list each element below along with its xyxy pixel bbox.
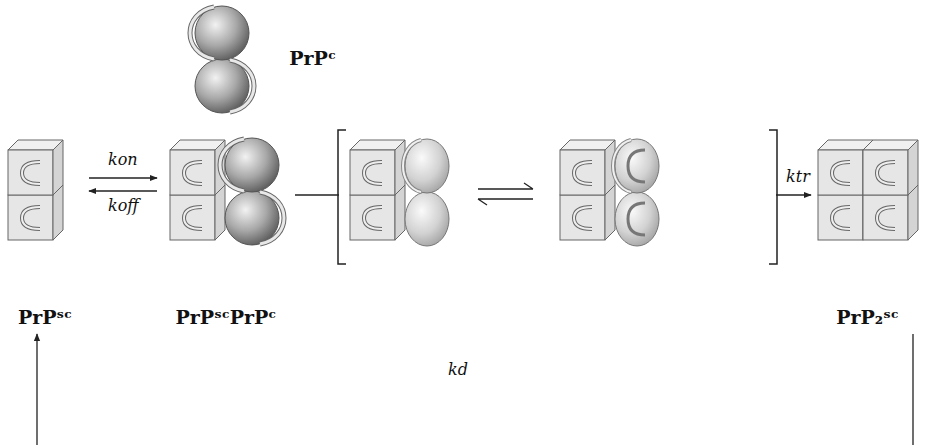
cube (560, 140, 615, 195)
complex-figure (170, 138, 284, 245)
cube (8, 140, 63, 195)
bracket (769, 130, 777, 264)
cube (863, 140, 918, 195)
bracket (338, 130, 346, 264)
prpc-spheres (190, 6, 254, 113)
species-node: PrPˢᶜPrPᶜ (158, 135, 294, 333)
bracket-ground (339, 131, 776, 263)
rate-constant: koff (106, 196, 141, 215)
species-node: PrPˢᶜ (2, 135, 88, 333)
prpsc-cubes (8, 140, 63, 240)
loop (628, 203, 645, 235)
rate-constant: ktr (784, 167, 812, 186)
cube (170, 140, 225, 195)
species-node: PrP₂ˢᶜ (812, 135, 923, 333)
unfolding-spheres (403, 139, 449, 246)
rate-constant: kon (106, 150, 140, 169)
equilibrium-arrows (478, 183, 533, 205)
species-label: PrPˢᶜ (18, 306, 72, 329)
species-label: PrPᶜ (289, 47, 336, 70)
reaction-arrow (37, 334, 913, 445)
intermediate-one (350, 139, 449, 246)
rate-constant: kd (446, 360, 470, 379)
converting-spheres (613, 139, 659, 246)
intermediate-two (560, 139, 659, 246)
forward-arrow (478, 183, 533, 189)
cube (350, 140, 405, 195)
species-node: PrPᶜ (192, 2, 340, 114)
reaction-arrow (89, 190, 157, 191)
reverse-arrow (478, 199, 533, 205)
reaction-arrow (89, 177, 157, 178)
species-label: PrPˢᶜPrPᶜ (176, 306, 277, 329)
species-label: PrP₂ˢᶜ (836, 306, 899, 329)
dimer-cubes (818, 140, 918, 240)
sphere-pair (220, 138, 284, 245)
loop (628, 150, 645, 182)
